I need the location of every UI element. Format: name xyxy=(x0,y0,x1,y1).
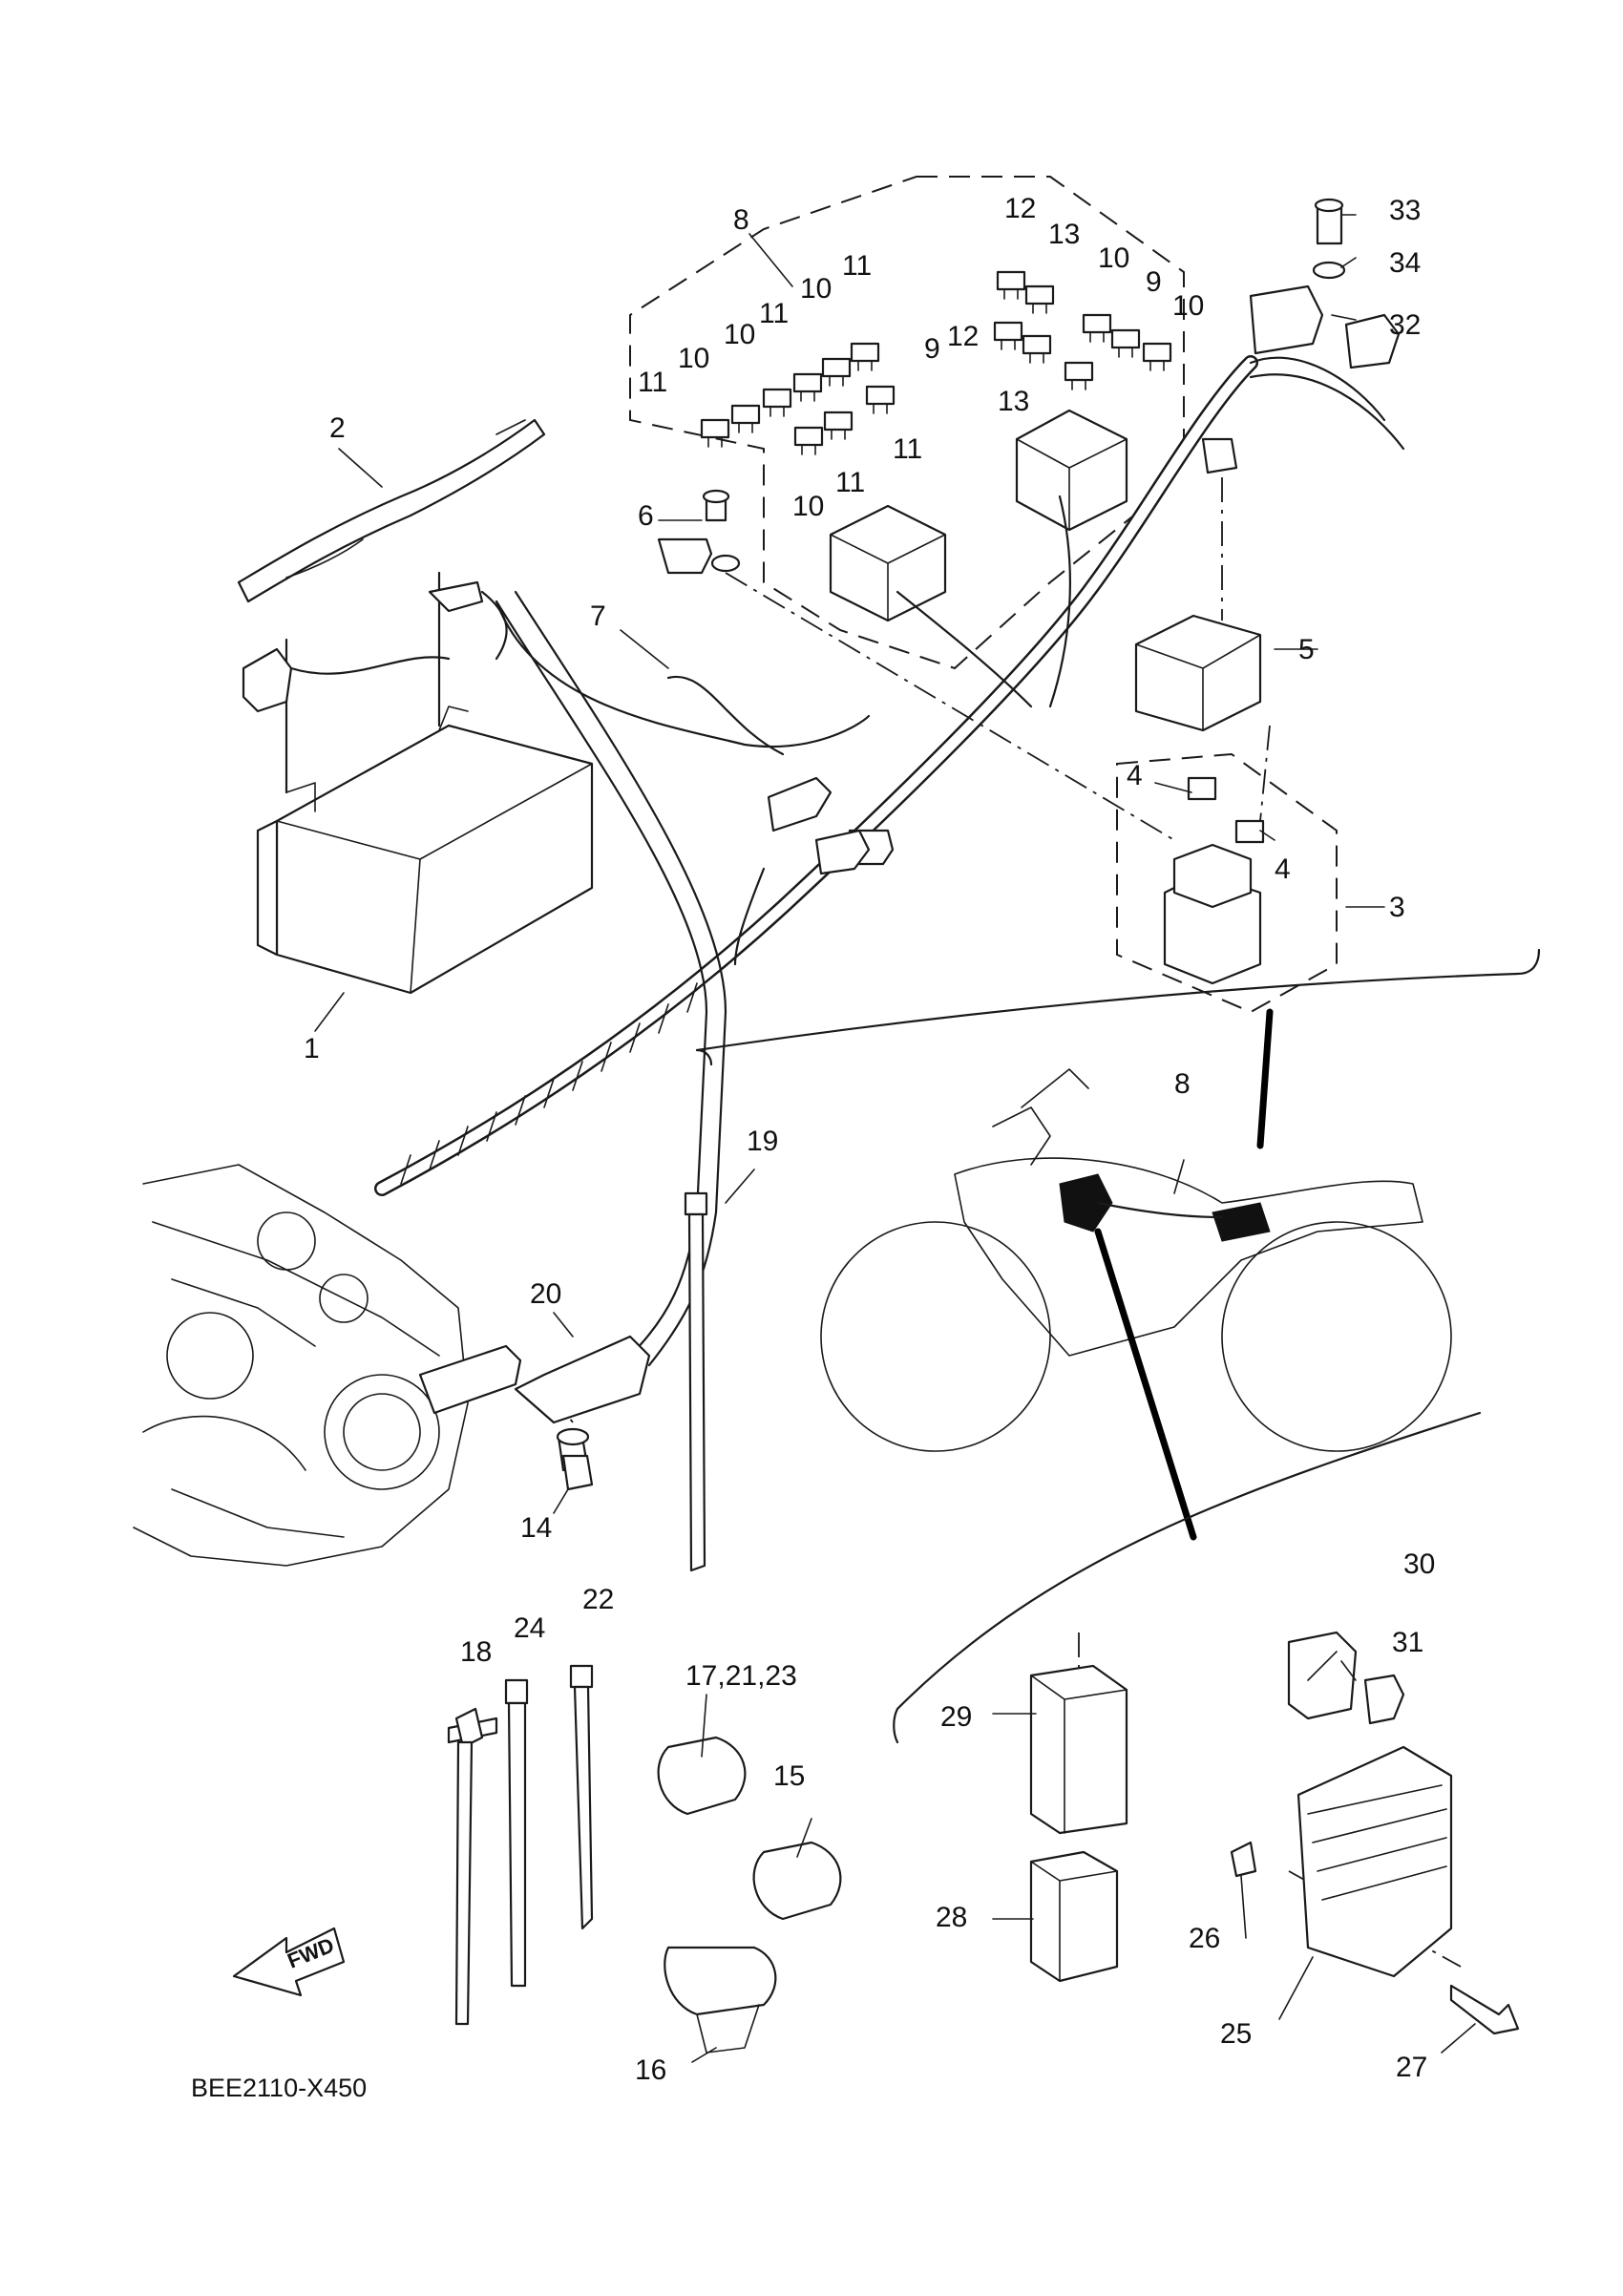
callout-16: 16 xyxy=(635,2054,666,2086)
callout-9a: 9 xyxy=(924,333,940,365)
callout-19: 19 xyxy=(747,1126,778,1157)
callout-18: 18 xyxy=(460,1636,492,1668)
callout-10f: 10 xyxy=(1172,290,1204,322)
callout-29: 29 xyxy=(940,1701,972,1733)
callout-26: 26 xyxy=(1189,1923,1220,1954)
connectors xyxy=(657,198,1401,875)
relay xyxy=(1134,614,1262,732)
callout-10d: 10 xyxy=(792,491,824,522)
fuse-box-group xyxy=(629,176,1185,670)
callout-6: 6 xyxy=(638,500,654,532)
callout-30: 30 xyxy=(1403,1548,1435,1580)
callout-10a: 10 xyxy=(678,343,709,374)
callout-labels: 1 2 3 4 4 5 6 7 8 8 9 9 10 10 10 10 10 1… xyxy=(304,193,1435,2086)
callout-12a: 12 xyxy=(1004,193,1036,224)
battery-strap xyxy=(237,418,546,603)
callout-10e: 10 xyxy=(1098,242,1129,274)
callout-33: 33 xyxy=(1389,195,1421,226)
callout-1: 1 xyxy=(304,1033,320,1064)
callout-10c: 10 xyxy=(800,273,832,305)
starter-relay-group xyxy=(1116,752,1338,1014)
callout-4a: 4 xyxy=(1127,760,1143,791)
motorcycle-inset xyxy=(695,948,1541,1541)
callout-11b: 11 xyxy=(759,298,789,329)
callout-34: 34 xyxy=(1389,247,1421,279)
callout-17-21-23: 17,21,23 xyxy=(685,1660,797,1692)
callout-3: 3 xyxy=(1389,892,1405,923)
callout-8a: 8 xyxy=(733,204,749,236)
clamps xyxy=(657,1736,842,2054)
leader-lines xyxy=(314,214,1476,2063)
callout-8b: 8 xyxy=(1174,1068,1191,1100)
callout-7: 7 xyxy=(590,600,606,632)
lower-inset xyxy=(561,1411,1520,2035)
callout-11c: 11 xyxy=(842,250,872,282)
wire-harness xyxy=(374,355,1405,1367)
cable-ties xyxy=(447,1191,708,2026)
callout-20: 20 xyxy=(530,1278,561,1310)
callout-22: 22 xyxy=(582,1584,614,1615)
callout-11e: 11 xyxy=(835,467,865,498)
callout-10b: 10 xyxy=(724,319,755,350)
callout-24: 24 xyxy=(514,1612,545,1644)
callout-11a: 11 xyxy=(638,367,667,398)
callout-11d: 11 xyxy=(893,433,922,465)
callout-12b: 12 xyxy=(947,321,979,352)
callout-28: 28 xyxy=(936,1902,967,1933)
engine-section xyxy=(133,1164,651,1567)
callout-25: 25 xyxy=(1220,2018,1252,2050)
callout-27: 27 xyxy=(1396,2052,1427,2083)
callout-9b: 9 xyxy=(1146,266,1162,298)
fwd-arrow: FWD xyxy=(232,1927,346,1997)
callout-31: 31 xyxy=(1392,1627,1423,1658)
callout-13a: 13 xyxy=(1048,219,1080,250)
callout-5: 5 xyxy=(1298,634,1315,665)
fuse-set xyxy=(700,270,1172,622)
callout-13b: 13 xyxy=(998,386,1029,417)
callout-4b: 4 xyxy=(1275,853,1291,885)
diagram-code: BEE2110-X450 xyxy=(191,2074,367,2102)
callout-14: 14 xyxy=(520,1512,552,1544)
callout-15: 15 xyxy=(773,1760,805,1792)
battery xyxy=(242,571,594,995)
callout-2: 2 xyxy=(329,412,346,444)
callout-32: 32 xyxy=(1389,309,1421,341)
